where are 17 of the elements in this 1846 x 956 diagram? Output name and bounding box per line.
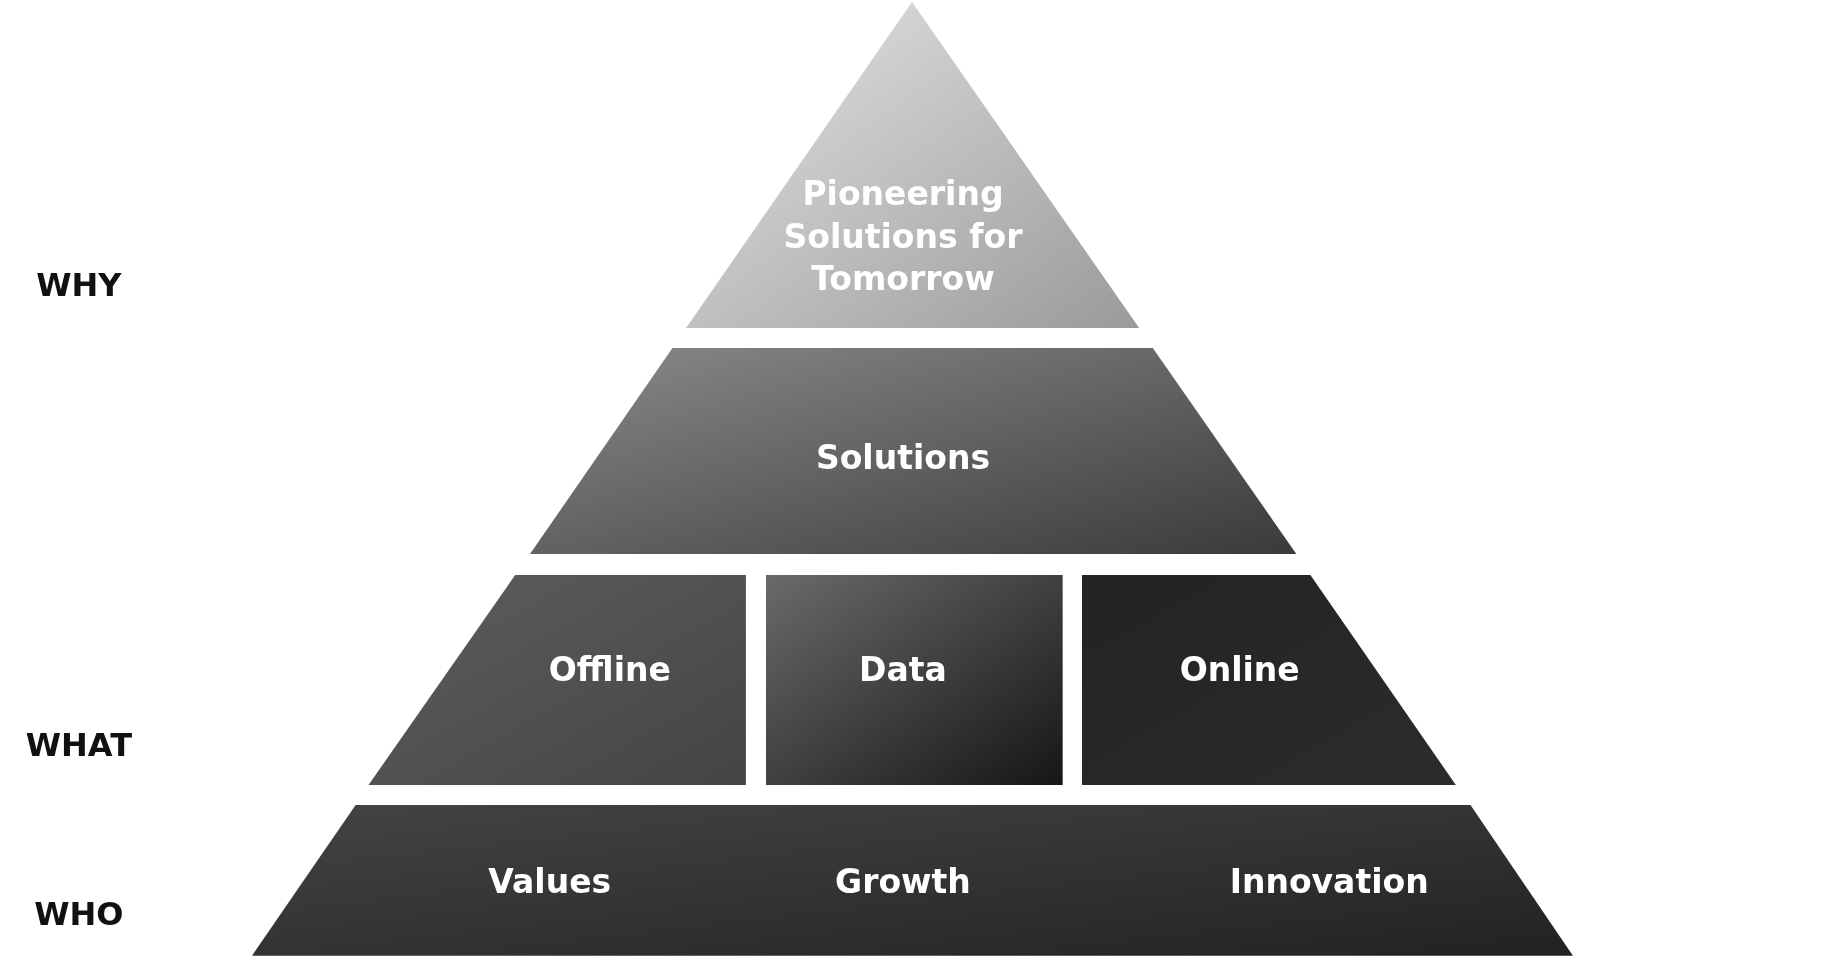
- tier-label: Innovation: [1228, 860, 1430, 903]
- tier-label: Data: [858, 648, 948, 691]
- pyramid-tier: [529, 348, 1297, 555]
- tier-label: Online: [1178, 648, 1301, 691]
- level-label: WHAT: [25, 726, 132, 765]
- tier-label: Values: [487, 860, 613, 903]
- level-label: WHO: [34, 894, 124, 933]
- pyramid-tier: [368, 574, 747, 786]
- level-label: WHY: [36, 265, 122, 304]
- pyramid-tier: [686, 2, 1140, 329]
- pyramid-tier: [1081, 574, 1457, 786]
- tier-label: Solutions: [814, 436, 992, 479]
- tier-label: Growth: [834, 860, 972, 903]
- pyramid-tier: [251, 805, 1573, 956]
- pyramid-tier: [766, 574, 1064, 786]
- tier-label: Pioneering Solutions for Tomorrow: [782, 172, 1023, 301]
- tier-label: Offline: [547, 648, 672, 691]
